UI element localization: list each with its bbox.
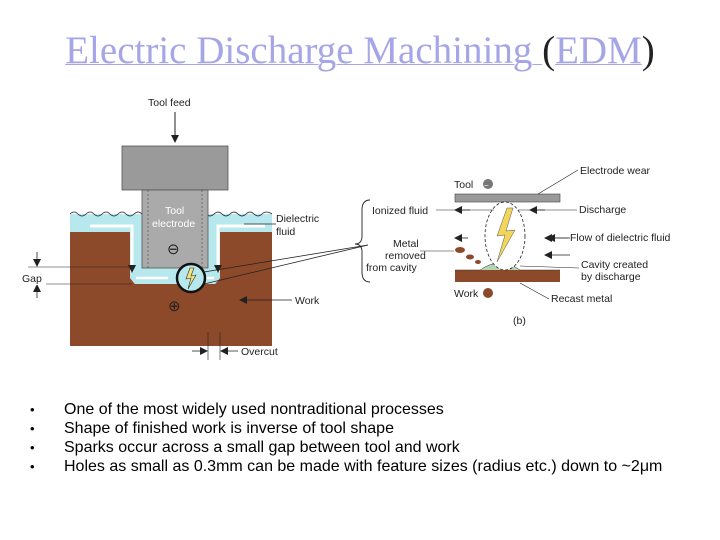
spark-icon: [185, 267, 197, 290]
label-tool-b: Tool: [454, 179, 473, 191]
tool-holder: [121, 145, 229, 191]
bullet-item: •Holes as small as 0.3mm can be made wit…: [30, 458, 663, 475]
label-discharge: Discharge: [579, 204, 626, 216]
detail-brace: [354, 199, 371, 283]
label-work: Work: [295, 295, 320, 307]
detail-workpiece: [455, 270, 560, 282]
label-flow: Flow of dielectric fluid: [570, 232, 671, 244]
bullet-list: •One of the most widely used nontraditio…: [30, 400, 710, 476]
bullet-item: •One of the most widely used nontraditio…: [30, 401, 444, 418]
detail-tool-electrode: [454, 193, 561, 203]
title-paren-close: ): [641, 29, 655, 72]
edm-diagram: Tool feed Tool electrode ⊖ ⊕ Dielectric …: [20, 97, 671, 360]
work-positive-icon: [483, 288, 493, 298]
bullet-dot: •: [30, 421, 35, 436]
dielectric-flow-arrows: [454, 206, 570, 259]
title-link-text[interactable]: Electric Discharge Machining: [65, 29, 543, 72]
title-link-abbrev[interactable]: EDM: [555, 29, 642, 72]
label-metal-3: from cavity: [366, 262, 418, 274]
label-tool-electrode-1: Tool: [165, 205, 184, 217]
label-metal-2: removed: [385, 250, 426, 262]
label-electrode-wear: Electrode wear: [580, 165, 651, 177]
label-recast: Recast metal: [551, 293, 612, 305]
workpiece: [70, 232, 272, 346]
label-tool-feed: Tool feed: [148, 97, 191, 109]
label-dielectric-2: fluid: [276, 226, 295, 238]
label-dielectric-1: Dielectric: [276, 213, 319, 225]
label-ionized-fluid: Ionized fluid: [372, 205, 428, 217]
tool-negative-icon: [483, 179, 493, 189]
label-tool-electrode-2: electrode: [152, 218, 195, 230]
plus-sign: ⊕: [168, 298, 181, 315]
label-gap: Gap: [22, 273, 42, 285]
minus-sign: ⊖: [167, 241, 180, 258]
label-cavity-1: Cavity created: [581, 259, 648, 271]
bullet-dot: •: [30, 459, 35, 474]
page-title: Electric Discharge Machining (EDM): [0, 28, 720, 73]
label-metal-1: Metal: [393, 238, 419, 250]
title-paren-open: (: [542, 29, 556, 72]
label-work-b: Work: [454, 288, 479, 300]
bullet-dot: •: [30, 440, 35, 455]
tool-electrode: [141, 189, 209, 269]
label-overcut: Overcut: [241, 346, 278, 358]
label-cavity-2: by discharge: [581, 271, 641, 283]
svg-text:−: −: [484, 181, 489, 190]
bullet-item: •Shape of finished work is inverse of to…: [30, 420, 394, 437]
bullet-item: •Sparks occur across a small gap between…: [30, 439, 460, 456]
discharge-spark-icon: [496, 207, 516, 263]
bullet-dot: •: [30, 402, 35, 417]
label-b: (b): [513, 315, 526, 327]
